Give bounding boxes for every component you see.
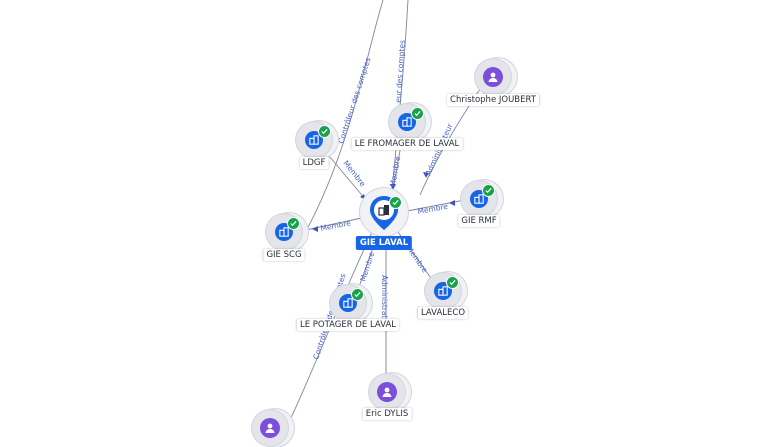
node-label-gie-laval: GIE LAVAL xyxy=(355,236,413,250)
node-label-lavaleco: LAVALECO xyxy=(417,307,469,319)
arrow-fromager xyxy=(390,184,396,190)
check-icon xyxy=(411,107,424,120)
node-label-ldgf: LDGF xyxy=(299,157,329,169)
node-label-eric-dylis: Eric DYLIS xyxy=(362,408,412,420)
edge-rmf xyxy=(401,198,471,213)
arrow-joubert xyxy=(423,172,429,178)
edge-controleur-top xyxy=(304,0,384,234)
building-icon xyxy=(378,205,389,216)
edge-label-membre-scg: Membre xyxy=(320,218,352,233)
arrow-scg xyxy=(312,226,318,232)
edge-label-controleur-top: Contrôleur des comptes xyxy=(336,56,372,144)
arrow-rmf xyxy=(449,200,455,206)
edge-label-adm-dylis: Administrat xyxy=(380,275,389,319)
node-label-gie-scg: GIE SCG xyxy=(263,249,305,261)
node-label-gie-rmf: GIE RMF xyxy=(458,215,500,227)
edge-controleur-top2 xyxy=(391,0,409,191)
edge-label-controleur-top2: ...eur des comptes xyxy=(393,40,407,110)
check-icon xyxy=(318,125,331,138)
node-label-le-fromager-de-laval: LE FROMAGER DE LAVAL xyxy=(351,138,463,150)
node-label-christophe-joubert: Christophe JOUBERT xyxy=(447,94,539,106)
edge-label-membre-fromager: Membre xyxy=(388,155,402,187)
node-label-le-potager-de-laval: LE POTAGER DE LAVAL xyxy=(296,319,400,331)
check-icon xyxy=(287,217,300,230)
user-icon xyxy=(483,67,503,87)
user-icon xyxy=(260,418,280,438)
edge-label-membre-ldgf: Membre xyxy=(341,159,367,189)
check-icon xyxy=(351,288,364,301)
check-icon xyxy=(482,184,495,197)
edge-joubert xyxy=(419,79,487,196)
check-icon xyxy=(389,196,402,209)
user-icon xyxy=(377,382,397,402)
check-icon xyxy=(446,276,459,289)
edge-label-membre-rmf: Membre xyxy=(417,202,449,216)
